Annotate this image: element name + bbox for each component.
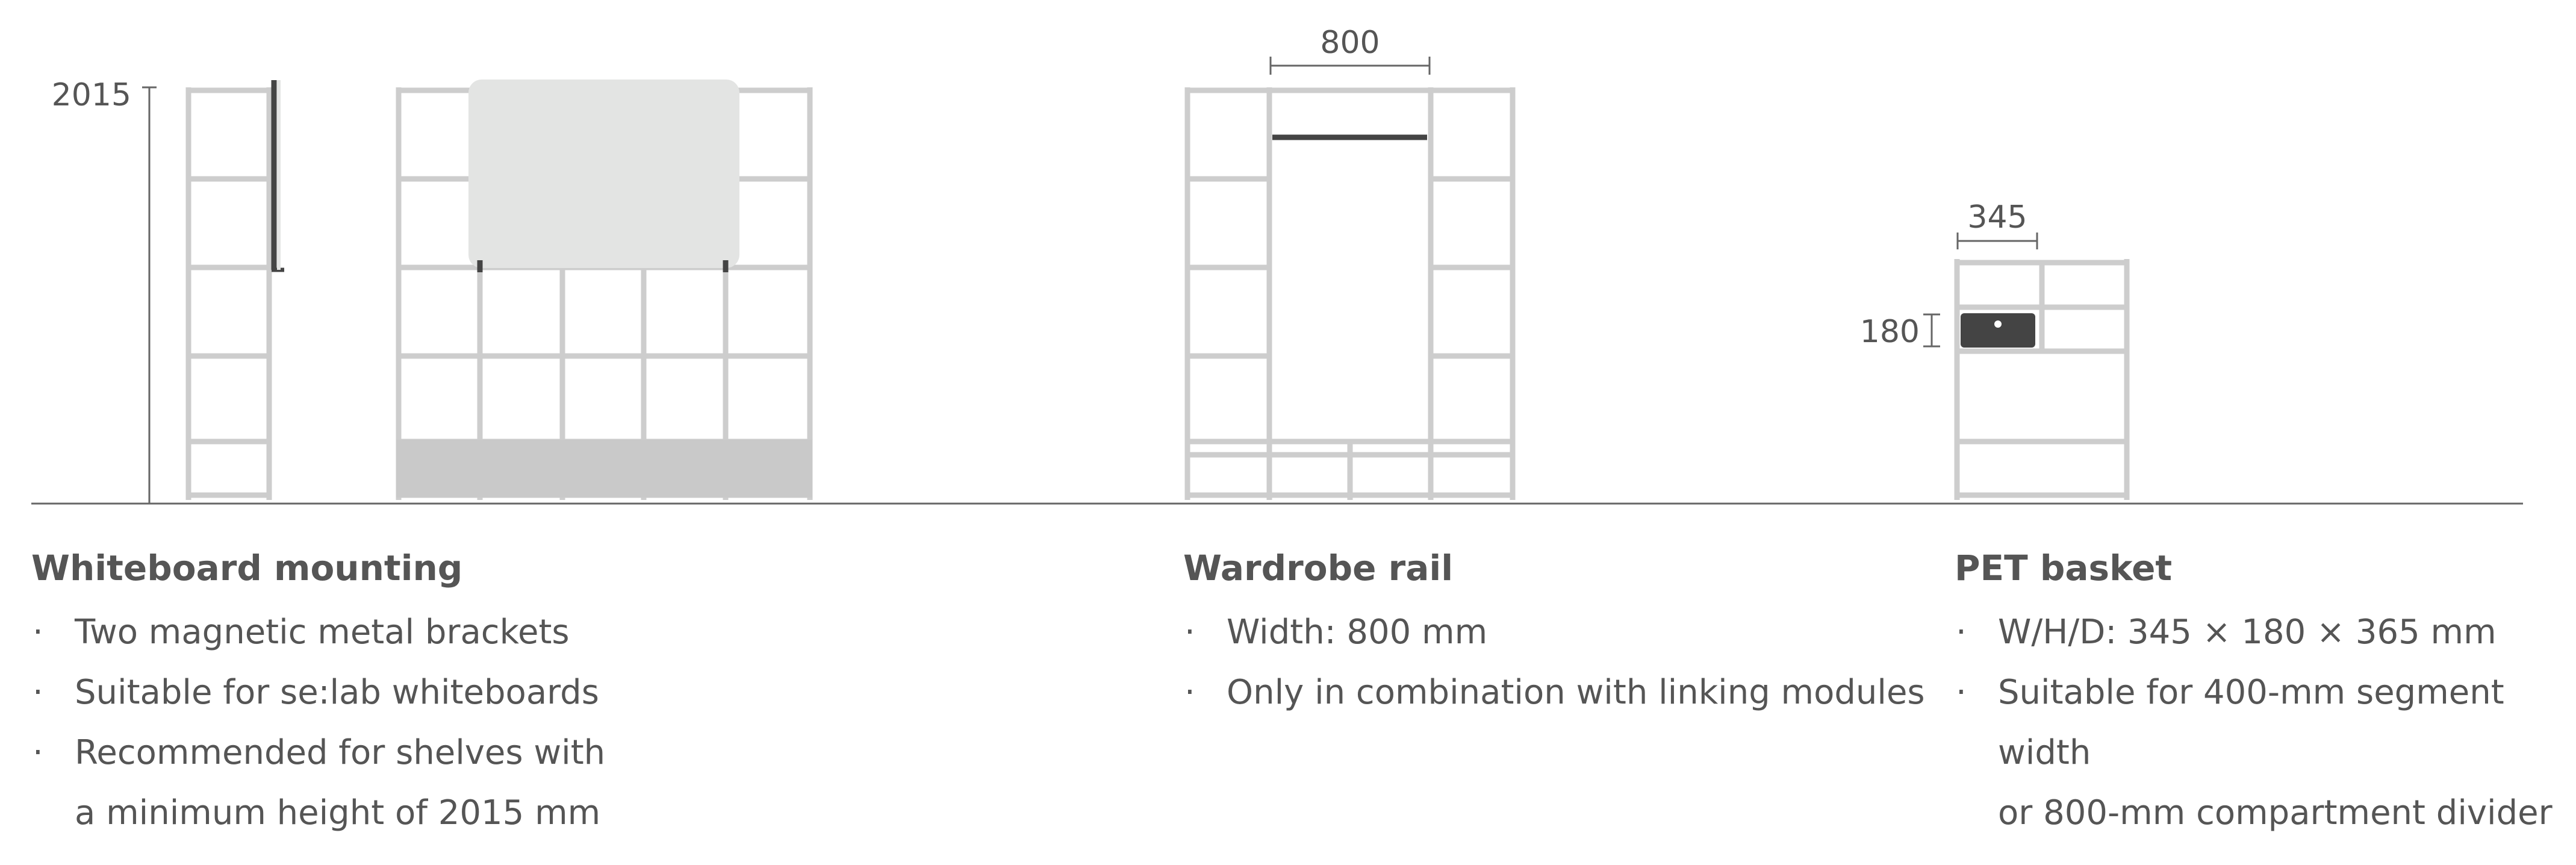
bullet-dot: · [1956, 672, 1967, 712]
list-item: · Width: 800 mm [1183, 602, 1930, 663]
list-item: · Suitable for 400-mm segment width or 8… [1955, 663, 2572, 843]
bullet-dot: · [33, 732, 43, 772]
list-item: · Suitable for se:lab whiteboards [31, 663, 814, 723]
list-item-text: Width: 800 mm [1227, 612, 1488, 652]
rail-width-label: 800 [1320, 25, 1380, 61]
list-item: · W/H/D: 345 × 180 × 365 mm [1955, 602, 2572, 663]
list-item-text: Recommended for shelves with [75, 732, 606, 772]
caption-title: Whiteboard mounting [31, 548, 463, 589]
whiteboard-panel [468, 80, 739, 268]
list-item-text: W/H/D: 345 × 180 × 365 mm [1998, 612, 2497, 652]
caption-whiteboard-mounting: Whiteboard mounting · Two magnetic metal… [31, 549, 814, 843]
feature-list: · Width: 800 mm · Only in combination wi… [1183, 602, 1930, 723]
caption-wardrobe-rail: Wardrobe rail · Width: 800 mm · Only in … [1183, 549, 1930, 723]
bullet-dot: · [33, 612, 43, 652]
feature-list: · Two magnetic metal brackets · Suitable… [31, 602, 814, 843]
list-item-text-continued: a minimum height of 2015 mm [75, 793, 601, 832]
caption-title: PET basket [1955, 548, 2173, 589]
list-item-text: Two magnetic metal brackets [75, 612, 570, 652]
list-item-text-continued: or 800-mm compartment divider [1998, 793, 2553, 832]
basket-width-label: 345 [1967, 199, 2027, 236]
bullet-dot: · [1184, 672, 1195, 712]
basket-height-dimension: 180 [1860, 313, 1940, 350]
caption-pet-basket: PET basket · W/H/D: 345 × 180 × 365 mm ·… [1955, 549, 2572, 843]
shelf-side-view [185, 87, 272, 500]
caption-title: Wardrobe rail [1183, 548, 1454, 589]
pet-basket-handle [1994, 320, 2002, 328]
bullet-dot: · [1956, 612, 1967, 652]
height-dimension: 2015 [52, 77, 157, 504]
bullet-dot: · [1184, 612, 1195, 652]
rail-width-dimension: 800 [1269, 25, 1431, 75]
basket-width-dimension: 345 [1956, 199, 2038, 249]
list-item: · Two magnetic metal brackets [31, 602, 814, 663]
list-item-text: Only in combination with linking modules [1227, 672, 1925, 712]
height-dimension-label: 2015 [52, 77, 131, 113]
feature-list: · W/H/D: 345 × 180 × 365 mm · Suitable f… [1955, 602, 2572, 843]
wardrobe-shelf [1184, 87, 1516, 500]
list-item-text: Suitable for 400-mm segment width [1998, 672, 2504, 772]
list-item-text: Suitable for se:lab whiteboards [75, 672, 599, 712]
bullet-dot: · [33, 672, 43, 712]
list-item: · Recommended for shelves with a minimum… [31, 723, 814, 843]
list-item: · Only in combination with linking modul… [1183, 663, 1930, 723]
drawer-block [396, 440, 812, 498]
basket-shelf [1954, 259, 2130, 500]
whiteboard-side-profile [271, 80, 284, 272]
pet-basket [1961, 313, 2035, 348]
basket-height-label: 180 [1860, 314, 1920, 350]
